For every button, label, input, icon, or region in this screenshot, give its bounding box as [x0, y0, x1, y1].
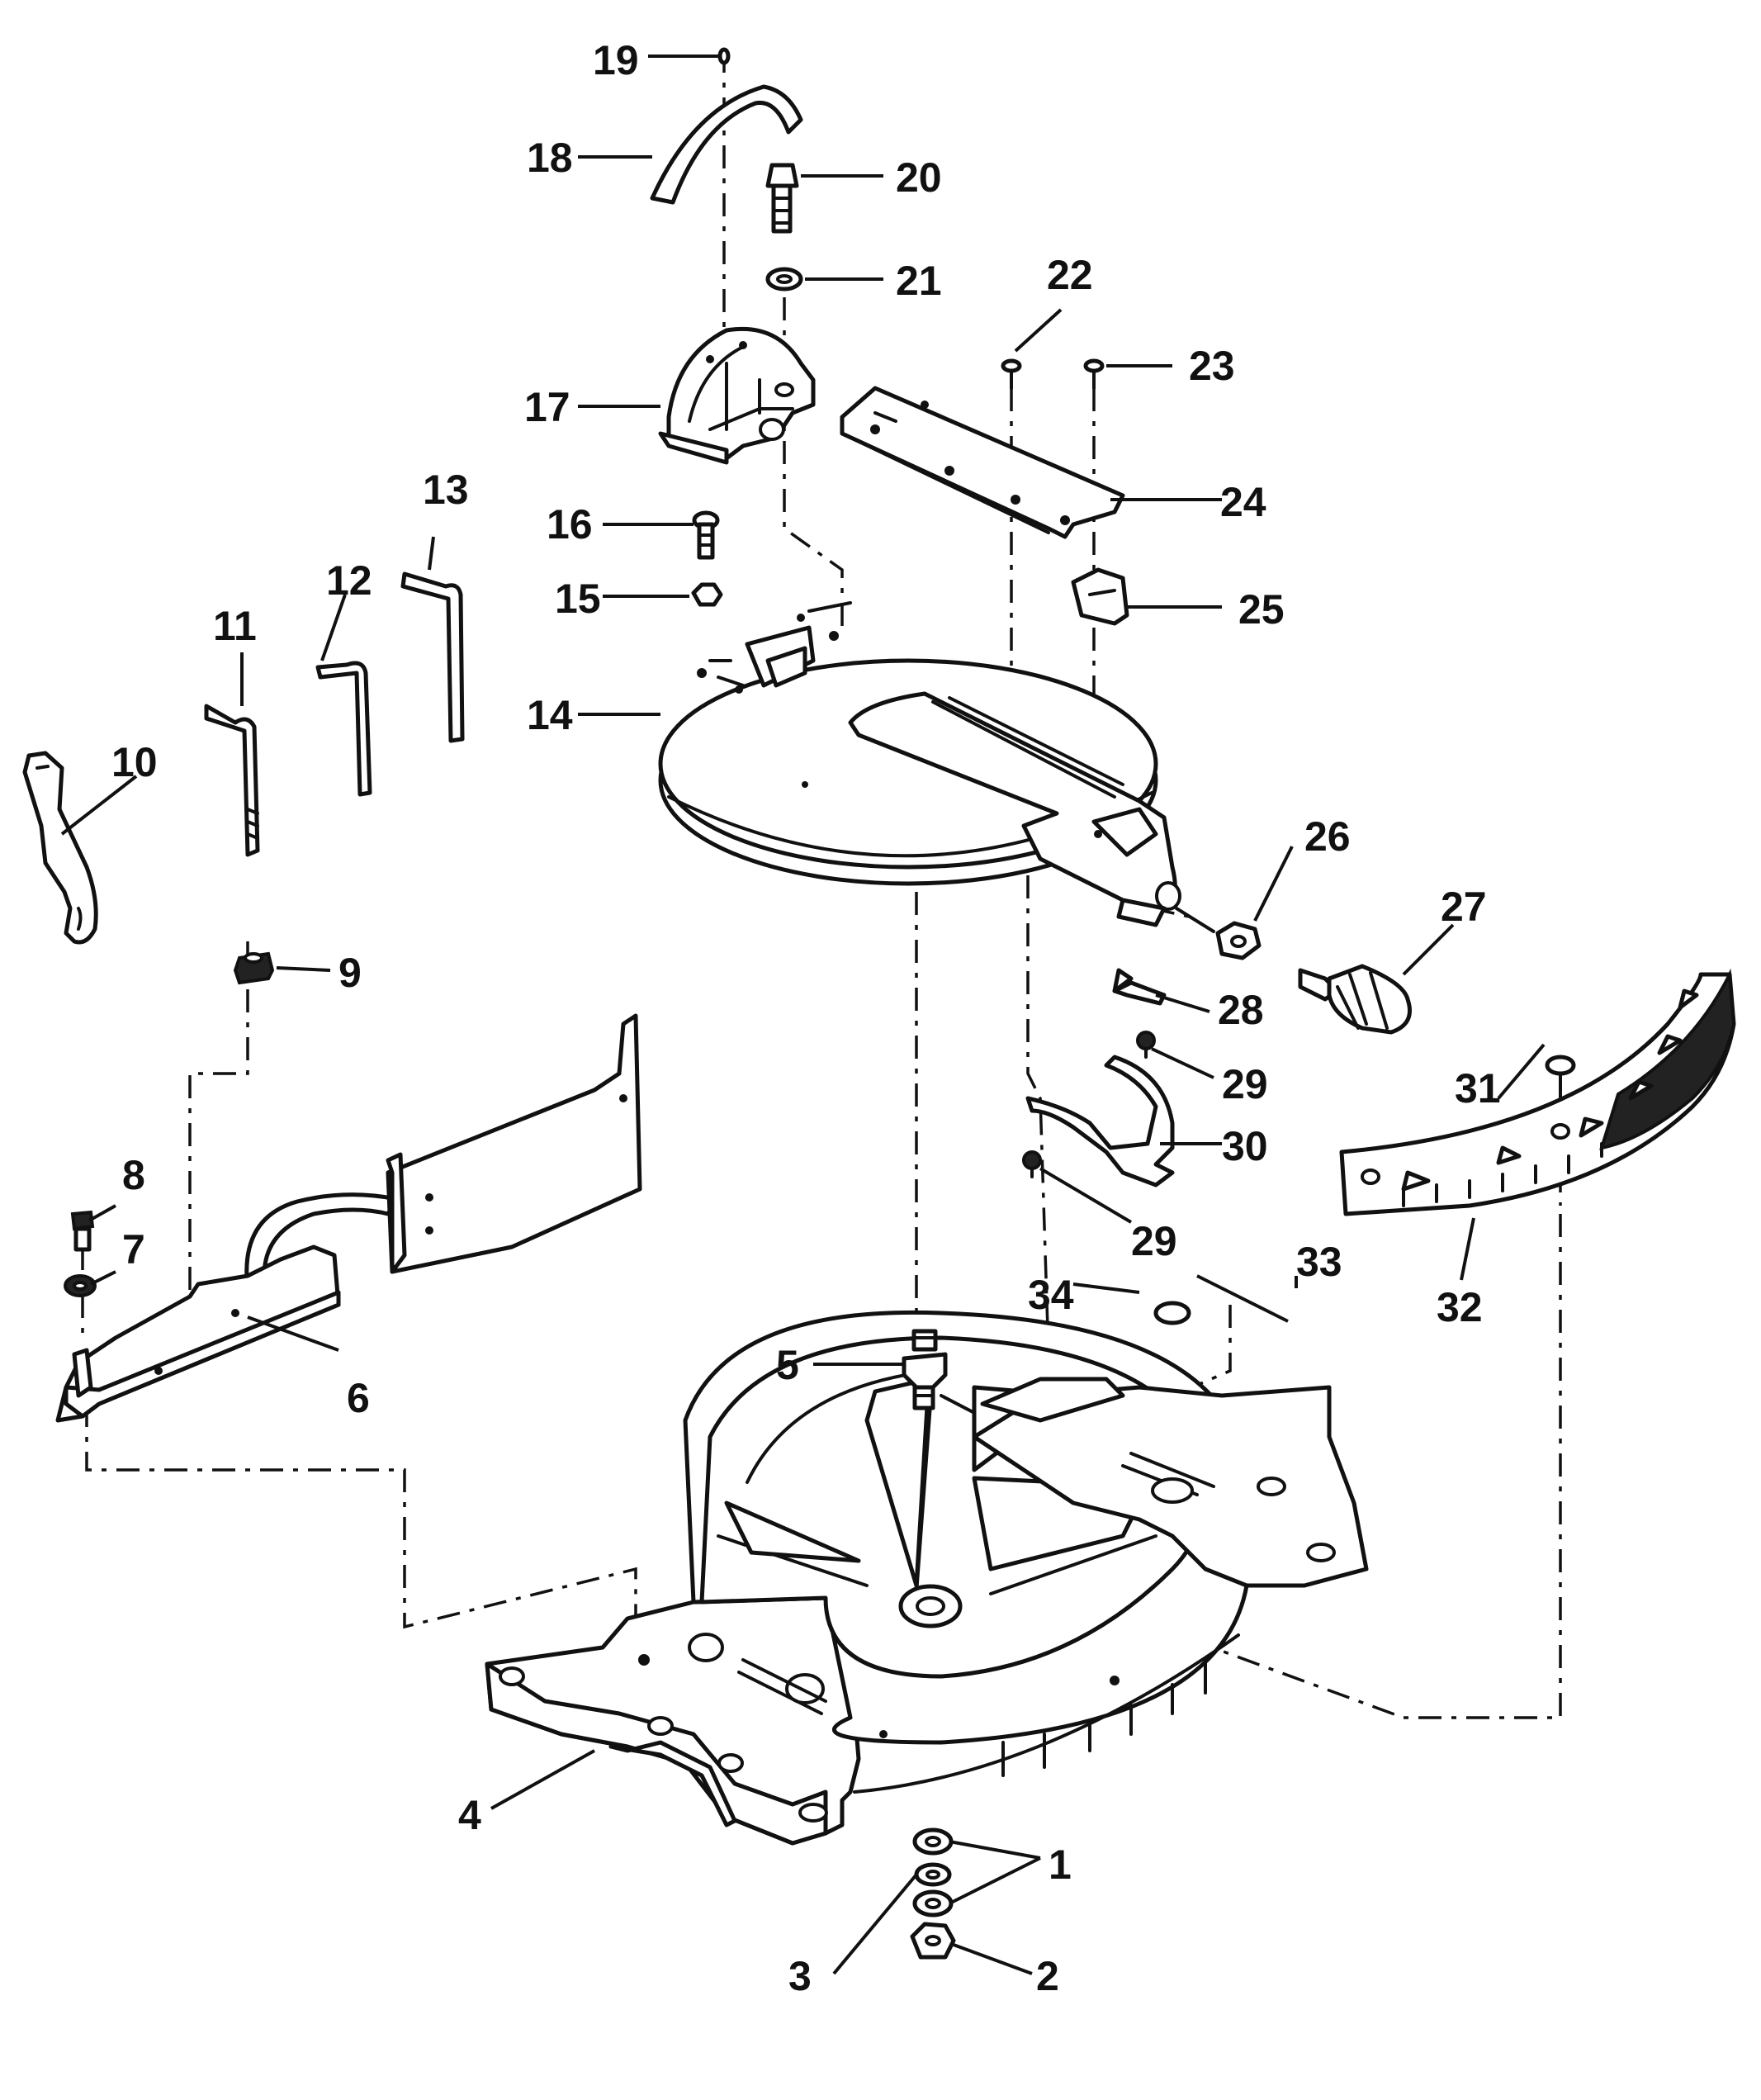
- bottom-hardware: [910, 1827, 956, 1960]
- roll-pin: [1153, 1274, 1289, 1325]
- fence-hardware: [64, 951, 275, 1297]
- callout-29-lower: 29: [1131, 1218, 1177, 1264]
- callout-10: 10: [111, 739, 158, 785]
- callout-24: 24: [1220, 479, 1266, 525]
- callout-29-upper: 29: [1222, 1061, 1268, 1107]
- callout-2: 2: [1036, 1953, 1059, 1999]
- callout-6: 6: [347, 1375, 370, 1421]
- callout-9: 9: [338, 950, 362, 996]
- miter-table: [658, 601, 1181, 927]
- bracket-bolt: [765, 163, 803, 292]
- callout-33: 33: [1296, 1239, 1342, 1285]
- callout-23: 23: [1189, 343, 1235, 389]
- hex-keys: [204, 571, 465, 857]
- pointer-bracket: [1025, 1055, 1175, 1187]
- callout-28: 28: [1218, 987, 1264, 1033]
- miter-scale: [1339, 968, 1736, 1216]
- leader-lines: [60, 55, 1546, 1975]
- callout-1: 1: [1049, 1842, 1072, 1888]
- miter-lock-knob: [1175, 907, 1412, 1035]
- callout-27: 27: [1441, 884, 1487, 930]
- callout-25: 25: [1238, 586, 1285, 633]
- callout-26: 26: [1304, 813, 1351, 860]
- detent-spring: [1071, 567, 1129, 626]
- tilt-bracket: [650, 47, 816, 465]
- callout-labels: 1 2 3 4 5 6 7 8 9 10 11 12 13 14 15 16 1…: [111, 37, 1501, 1999]
- callout-22: 22: [1047, 252, 1093, 298]
- callout-14: 14: [527, 692, 573, 738]
- callout-7: 7: [122, 1226, 145, 1273]
- callout-17: 17: [524, 384, 570, 430]
- callout-12: 12: [326, 557, 372, 604]
- callout-30: 30: [1222, 1123, 1268, 1169]
- table-bolt: [691, 510, 723, 607]
- callout-15: 15: [555, 576, 601, 622]
- lock-clip: [1022, 968, 1167, 1178]
- callout-21: 21: [896, 258, 942, 304]
- callout-32: 32: [1437, 1284, 1483, 1330]
- wrench: [22, 751, 98, 945]
- pivot-bolt: [902, 1329, 948, 1410]
- plate-screws: [1001, 358, 1105, 390]
- fence: [55, 1013, 642, 1423]
- callout-4: 4: [458, 1792, 481, 1838]
- callout-16: 16: [547, 501, 593, 548]
- callout-18: 18: [527, 135, 573, 181]
- callout-20: 20: [896, 154, 942, 201]
- callout-5: 5: [776, 1342, 799, 1388]
- callout-3: 3: [788, 1953, 812, 1999]
- detent-plate: [840, 386, 1125, 539]
- callout-8: 8: [122, 1152, 145, 1198]
- callout-13: 13: [423, 467, 469, 513]
- base: [485, 1310, 1369, 1846]
- callout-11: 11: [213, 603, 257, 649]
- callout-31: 31: [1455, 1065, 1501, 1112]
- callout-34: 34: [1028, 1272, 1074, 1318]
- callout-19: 19: [593, 37, 639, 83]
